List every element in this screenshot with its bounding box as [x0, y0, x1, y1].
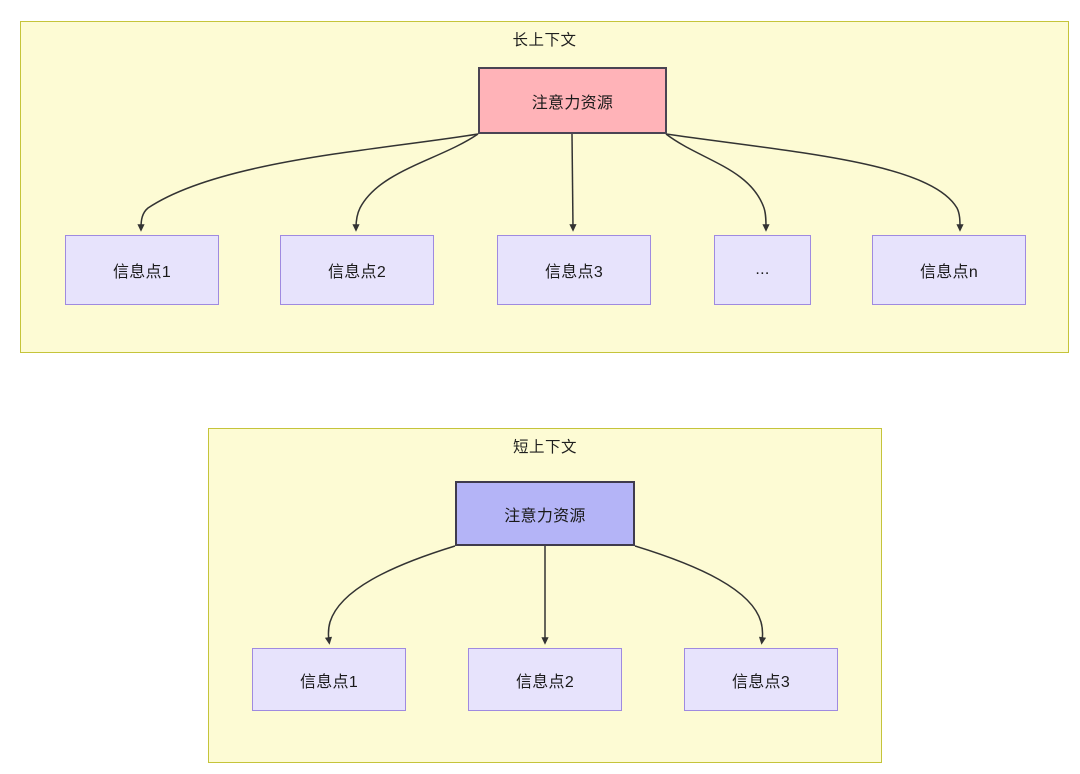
- node-label: 信息点3: [544, 264, 604, 281]
- node-short-context-root[interactable]: 注意力资源: [455, 481, 635, 546]
- node-long-context-leaf-1[interactable]: 信息点1: [65, 235, 219, 305]
- node-label: 信息点3: [731, 673, 791, 691]
- node-label: 注意力资源: [531, 94, 614, 112]
- node-short-context-leaf-3[interactable]: 信息点3: [684, 648, 838, 711]
- node-short-context-leaf-2[interactable]: 信息点2: [468, 648, 622, 711]
- node-label: 信息点1: [299, 673, 359, 691]
- node-long-context-leaf-2[interactable]: 信息点2: [280, 235, 434, 305]
- node-long-context-leaf-3[interactable]: 信息点3: [497, 235, 651, 305]
- node-label: ...: [755, 261, 770, 278]
- node-label: 信息点1: [112, 264, 172, 281]
- node-label: 注意力资源: [504, 507, 586, 525]
- panel-short-context: 短上下文: [208, 428, 882, 763]
- panel-long-context-title: 长上下文: [512, 32, 577, 49]
- node-long-context-root[interactable]: 注意力资源: [478, 67, 667, 134]
- node-label: 信息点2: [327, 264, 387, 281]
- node-label: 信息点n: [919, 264, 979, 281]
- node-label: 信息点2: [515, 673, 575, 691]
- node-short-context-leaf-1[interactable]: 信息点1: [252, 648, 406, 711]
- node-long-context-leaf-n[interactable]: 信息点n: [872, 235, 1026, 305]
- panel-short-context-title: 短上下文: [512, 439, 577, 456]
- node-long-context-leaf-ellipsis[interactable]: ...: [714, 235, 811, 305]
